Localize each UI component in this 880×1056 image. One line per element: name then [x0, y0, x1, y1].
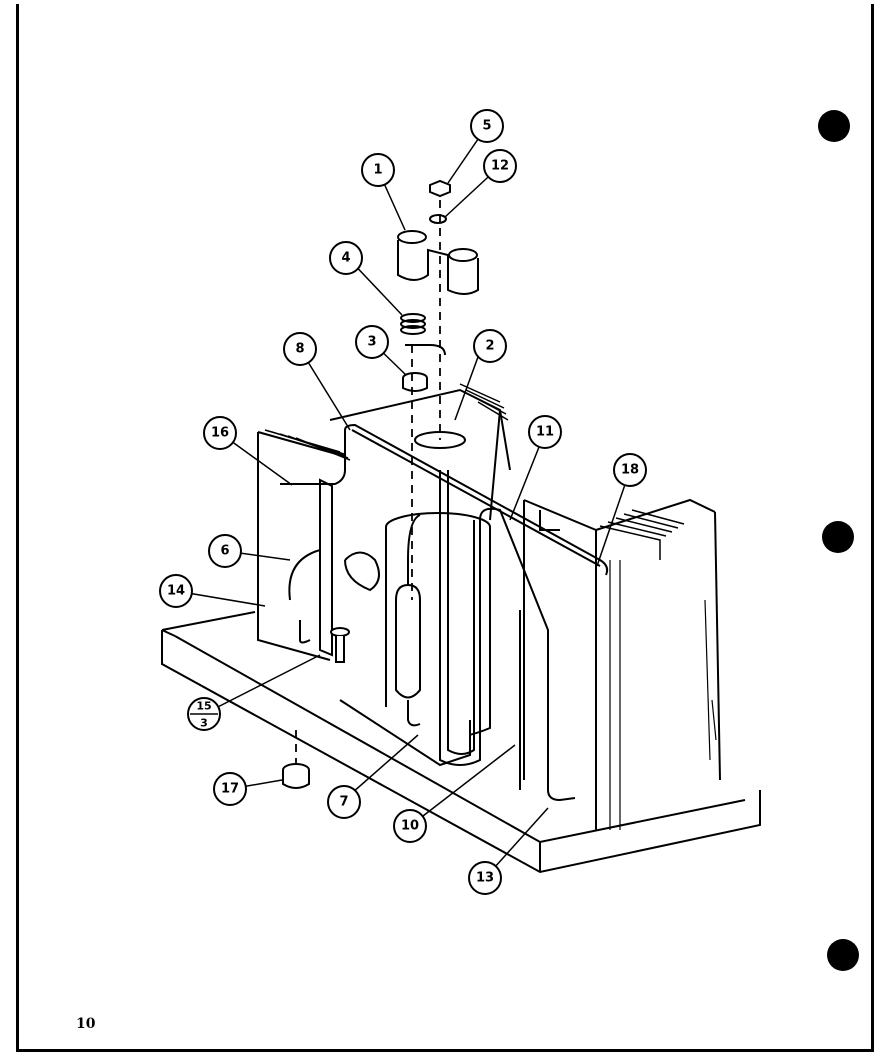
callout-10: 10: [393, 809, 427, 843]
binder-hole-icon: [827, 939, 859, 971]
callout-14: 14: [159, 574, 193, 608]
svg-text:2: 2: [485, 339, 494, 354]
left-condenser-coil: [257, 429, 351, 661]
callout-5: 5: [470, 109, 504, 143]
svg-text:17: 17: [221, 782, 239, 797]
callout-17: 17: [213, 772, 247, 806]
binder-hole-icon: [818, 110, 850, 142]
nut: [429, 179, 451, 198]
base-pan: [161, 611, 761, 874]
svg-text:18: 18: [621, 463, 639, 478]
terminal-cover: [402, 372, 428, 392]
callout-3: 3: [355, 325, 389, 359]
svg-text:13: 13: [476, 871, 494, 886]
svg-text:3: 3: [367, 335, 376, 350]
svg-text:12: 12: [491, 159, 509, 174]
spring: [400, 313, 426, 335]
svg-text:5: 5: [482, 119, 491, 134]
callout-18: 18: [613, 453, 647, 487]
callout-12: 12: [483, 149, 517, 183]
callouts: 1 2 3 4 5 6 7 8 10 11 12 13 14 15 3 16 1…: [159, 109, 647, 895]
callout-13: 13: [468, 861, 502, 895]
callout-2: 2: [473, 329, 507, 363]
callout-7: 7: [327, 785, 361, 819]
callout-6: 6: [208, 534, 242, 568]
grommet: [282, 763, 310, 789]
callout-1: 1: [361, 153, 395, 187]
accumulator: [395, 514, 421, 727]
svg-text:7: 7: [339, 795, 348, 810]
right-condenser-coil: [523, 498, 721, 830]
page-number: 10: [76, 1016, 96, 1032]
svg-text:1: 1: [373, 163, 382, 178]
refrigerant-tubing: [280, 344, 609, 802]
svg-text:16: 16: [211, 426, 229, 441]
svg-text:3: 3: [200, 717, 208, 730]
top-bracket: [397, 230, 479, 295]
svg-text:4: 4: [341, 251, 350, 266]
page-border: [16, 4, 874, 1052]
callout-15: 15 3: [187, 697, 221, 731]
callout-16: 16: [203, 416, 237, 450]
svg-text:14: 14: [167, 584, 185, 599]
binder-holes: [818, 110, 859, 971]
binder-hole-icon: [822, 521, 854, 553]
svg-text:15: 15: [196, 700, 211, 713]
back-coil: [329, 383, 511, 521]
svg-text:6: 6: [220, 544, 229, 559]
alignment-lines: [295, 200, 441, 765]
callout-4: 4: [329, 241, 363, 275]
callout-8: 8: [283, 332, 317, 366]
svg-text:10: 10: [401, 819, 419, 834]
washer: [429, 214, 447, 224]
svg-text:8: 8: [295, 342, 304, 357]
bolt: [330, 627, 350, 663]
callout-11: 11: [528, 415, 562, 449]
svg-text:11: 11: [536, 425, 554, 440]
